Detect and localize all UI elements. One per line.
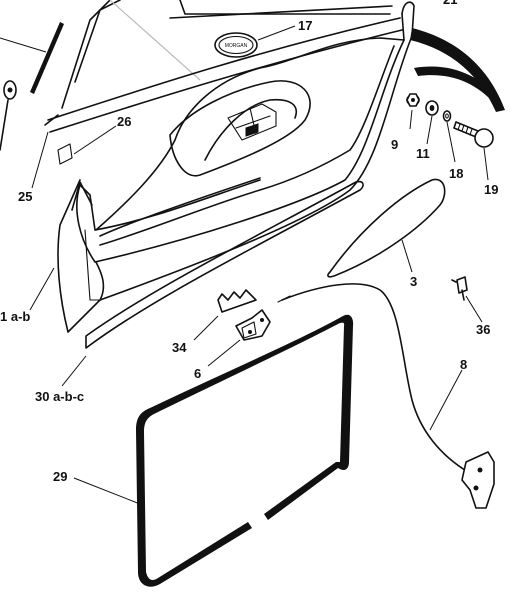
leader-lines <box>0 25 489 505</box>
callout-26: 26 <box>117 114 131 129</box>
bracket-34 <box>217 289 257 313</box>
callout-11: 11 <box>416 146 430 161</box>
fastener-bolt-19 <box>453 121 494 148</box>
door-seal-29 <box>136 314 354 587</box>
part-26-clip <box>57 143 73 165</box>
callout-17: 17 <box>298 18 312 33</box>
door-window-glass <box>47 0 403 133</box>
callout-30-a-b-c: 30 a-b-c <box>35 389 84 404</box>
door-latch-6 <box>235 309 271 341</box>
top-right-seal <box>410 28 505 112</box>
trim-insert-3 <box>327 178 446 278</box>
callout-21: 21 <box>443 0 457 7</box>
release-cable-8 <box>277 283 495 509</box>
callout-29: 29 <box>53 469 67 484</box>
callout-36: 36 <box>476 322 490 337</box>
callout-19: 19 <box>484 182 498 197</box>
callout-1-a-b: 1 a-b <box>0 309 30 324</box>
fastener-washer-18 <box>442 110 452 122</box>
clip-36 <box>451 276 468 301</box>
door-seal-strip-left <box>30 22 64 126</box>
callout-3: 3 <box>410 274 417 289</box>
fastener-nut-9 <box>406 93 420 107</box>
callout-9: 9 <box>391 137 398 152</box>
callout-25: 25 <box>18 189 32 204</box>
door-trim-panel: MORGAN <box>57 1 415 333</box>
door-check-rod <box>0 80 17 151</box>
fastener-washer-11 <box>425 100 439 116</box>
callout-34: 34 <box>172 340 187 355</box>
callout-8: 8 <box>460 357 467 372</box>
callout-6: 6 <box>194 366 201 381</box>
trim-strip-30 <box>85 180 364 349</box>
callout-18: 18 <box>449 166 463 181</box>
emblem-lettering: MORGAN <box>225 43 248 49</box>
